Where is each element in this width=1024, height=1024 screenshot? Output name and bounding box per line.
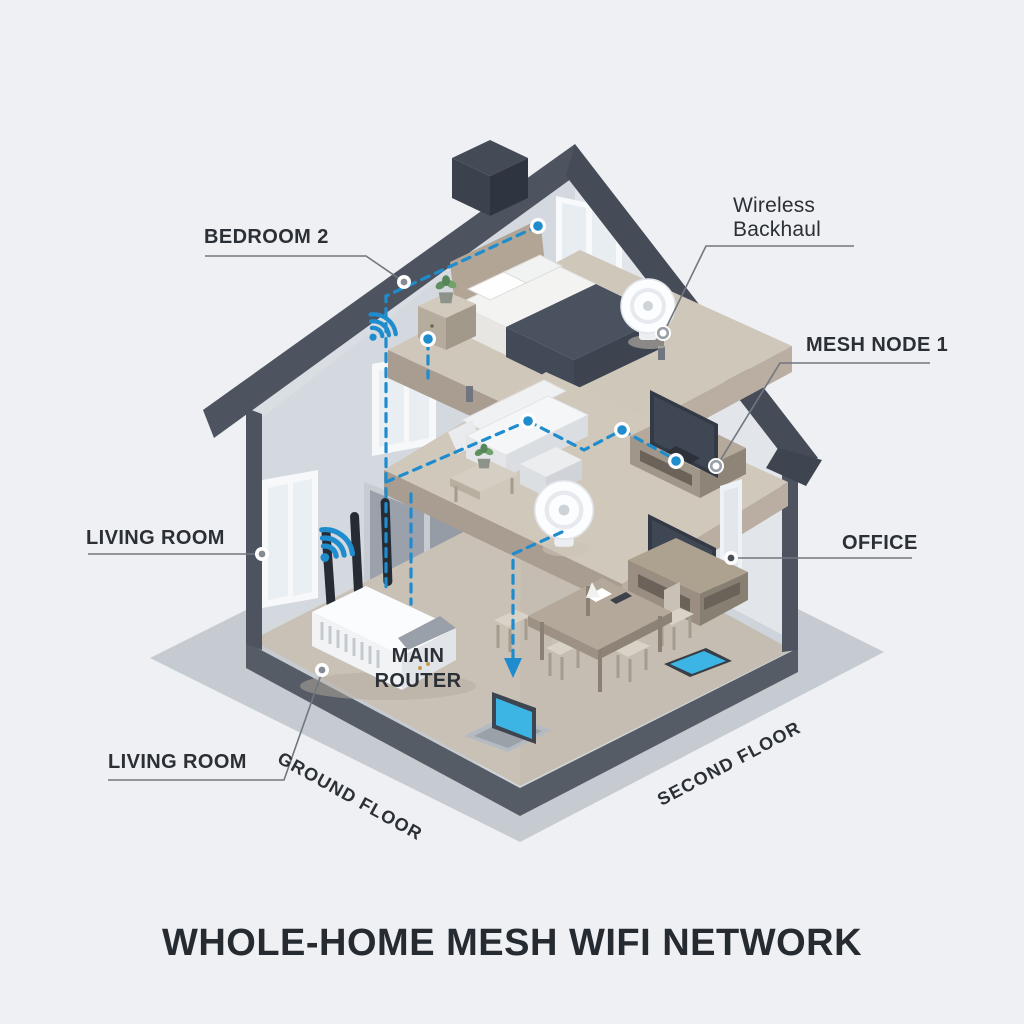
roof-left — [203, 144, 575, 438]
arrow-to-laptop — [504, 658, 522, 678]
label-office: OFFICE — [842, 532, 918, 554]
label-living-room: LIVING ROOM — [86, 527, 225, 549]
chimney — [452, 140, 528, 216]
backhaul-links — [384, 224, 678, 662]
label-living-room-bottom: LIVING ROOM — [108, 751, 247, 773]
diagram-title: WHOLE-HOME MESH WIFI NETWORK — [161, 922, 863, 964]
label-mesh-node-1: MESH NODE 1 — [806, 334, 949, 356]
cut-edge-left — [246, 408, 262, 650]
leader-lines — [88, 245, 930, 781]
main-router-device — [300, 498, 476, 700]
remote — [610, 592, 632, 604]
waypoint-dots — [420, 218, 684, 469]
leader-markers — [255, 275, 738, 677]
living-room-window — [262, 470, 318, 608]
coffee-table — [450, 460, 518, 502]
dining-table — [528, 578, 672, 692]
roof-eave-right — [766, 448, 822, 486]
plinth-right — [520, 648, 798, 816]
laptop — [464, 692, 552, 752]
tv-lounge — [650, 390, 718, 478]
napkin — [586, 588, 612, 602]
label-main-router: MAIN ROUTER — [374, 645, 462, 692]
label-wireless-backhaul: Wireless Backhaul — [733, 194, 821, 242]
label-bedroom-2: BEDROOM 2 — [204, 226, 329, 248]
tablet — [664, 648, 732, 677]
